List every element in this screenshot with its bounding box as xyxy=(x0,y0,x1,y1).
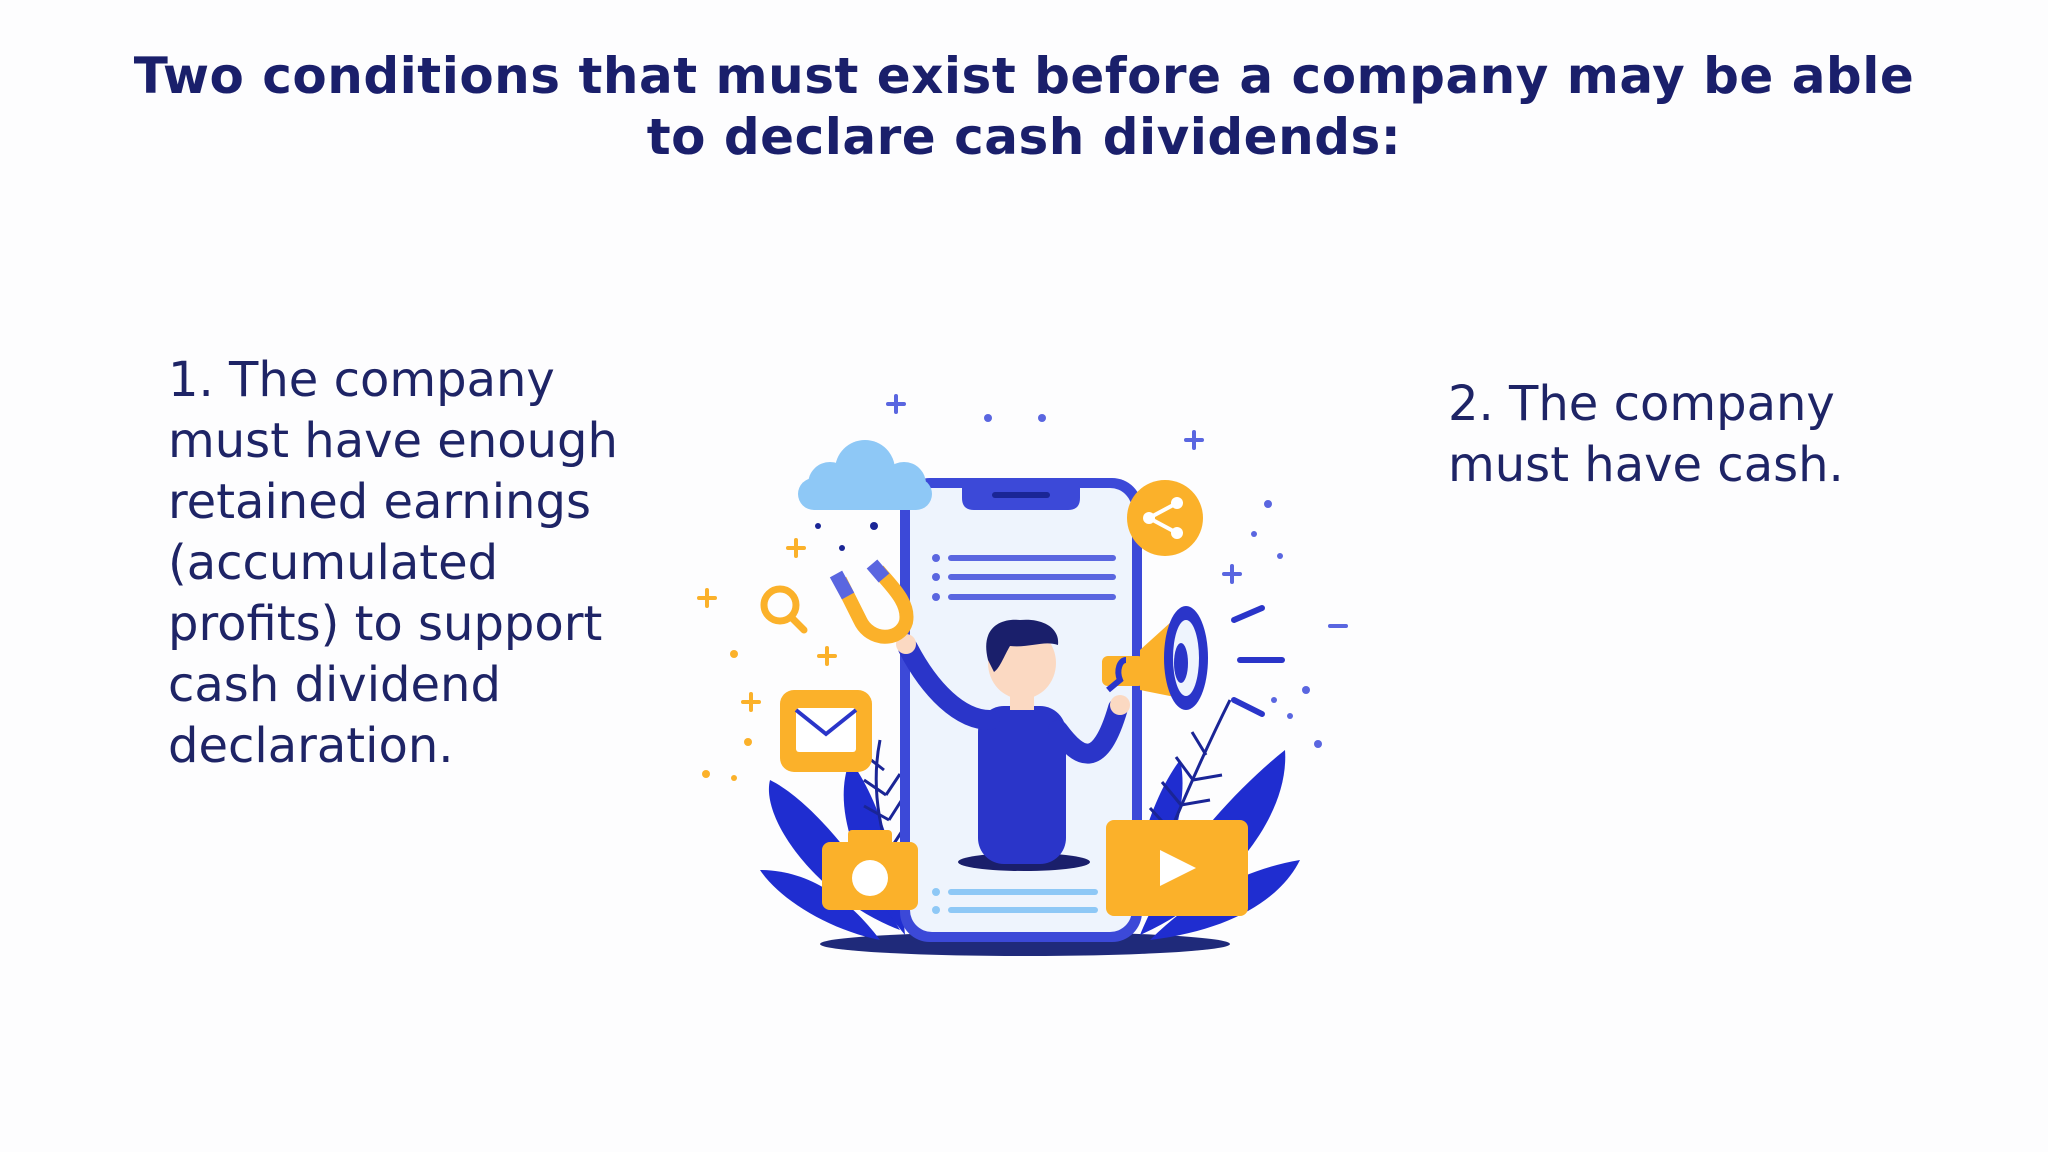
magnifier-icon xyxy=(760,585,808,634)
camera-icon xyxy=(822,830,918,910)
mail-icon xyxy=(780,690,872,772)
sparkle-icons xyxy=(697,394,1348,712)
condition-2-text: 2. The company must have cash. xyxy=(1448,376,1844,493)
condition-1-text: 1. The company must have enough retained… xyxy=(168,352,618,774)
dot-icons xyxy=(702,414,1322,781)
marketing-illustration xyxy=(697,394,1348,956)
megaphone-icon xyxy=(1102,605,1285,717)
cloud-icon xyxy=(798,440,932,510)
slide-title: Two conditions that must exist before a … xyxy=(133,47,1915,166)
share-icon xyxy=(1127,480,1203,556)
magnet-icon xyxy=(829,559,914,644)
video-play-icon xyxy=(1106,820,1248,916)
